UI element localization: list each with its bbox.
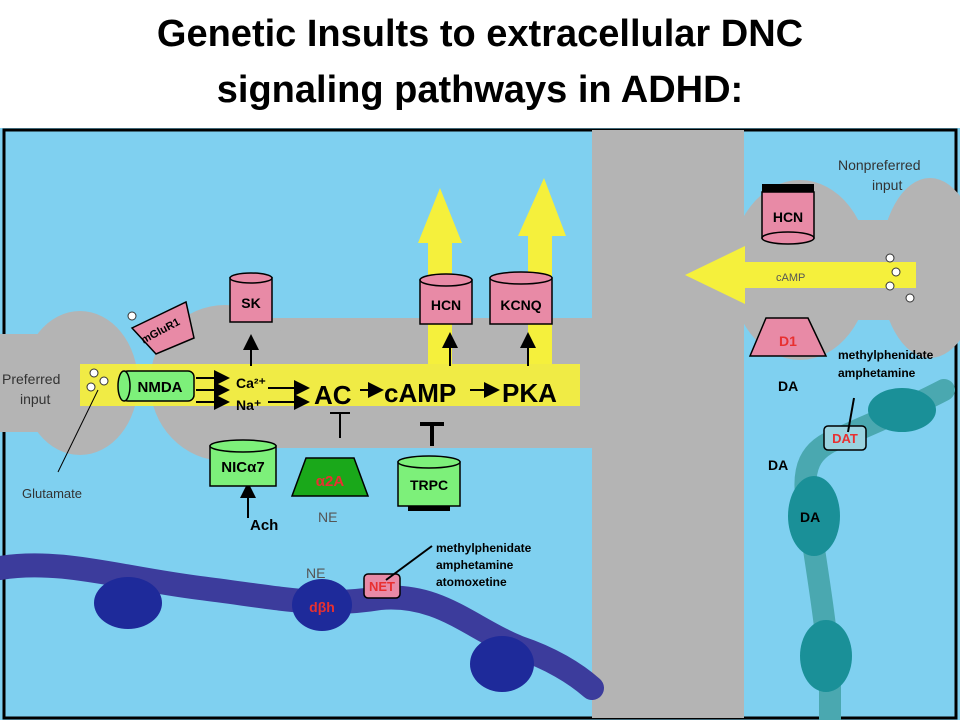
kcnq-label: KCNQ [500, 297, 541, 313]
hcn-right-label: HCN [773, 209, 803, 225]
dat-drugs: methylphenidate amphetamine [838, 348, 934, 380]
dendrite-shaft [592, 130, 744, 718]
ach-label: Ach [250, 517, 278, 534]
nonpreferred-input-label-1: Nonpreferred [838, 157, 921, 173]
net-transporter: NET [363, 545, 433, 599]
ne-axon: dβh [0, 553, 604, 700]
kcnq-channel: KCNQ [489, 271, 553, 325]
trpc-channel: TRPC [397, 455, 461, 511]
inhibition-lines [330, 412, 444, 446]
preferred-input-label-2: input [20, 391, 50, 407]
d1-receptor: D1 [748, 317, 828, 357]
hcn-left-label: HCN [431, 297, 461, 313]
signaling-diagram: NMDA mGluR1 SK HCN KCNQ [0, 128, 960, 720]
da-label-2: DA [768, 457, 788, 473]
title-line-2: signaling pathways in ADHD: [216, 69, 744, 111]
net-drug-3: atomoxetine [436, 575, 507, 589]
dat-drug-2: amphetamine [838, 366, 916, 380]
mglur1-receptor: mGluR1 [130, 300, 195, 355]
dat-transporter: DAT [823, 397, 867, 451]
nmda-receptor: NMDA [117, 370, 195, 402]
ne-alpha-label: NE [318, 509, 337, 525]
dbh-label: dβh [309, 599, 335, 615]
da-label-3: DA [800, 509, 820, 525]
nic-label: NICα7 [221, 459, 264, 476]
alpha2a-receptor: α2A [290, 457, 370, 497]
preferred-input-label-1: Preferred [2, 371, 60, 387]
glutamate-pointer [57, 389, 99, 473]
slide-title: Genetic Insults to extracellular DNC sig… [0, 6, 960, 118]
glutamate-label: Glutamate [22, 486, 82, 501]
nmda-label: NMDA [138, 379, 183, 396]
hcn-channel-left: HCN [419, 273, 473, 325]
sk-label: SK [241, 295, 260, 311]
title-line-1: Genetic Insults to extracellular DNC [156, 13, 804, 55]
da-label-1: DA [778, 378, 798, 394]
glutamate-vesicles [86, 253, 915, 392]
sk-channel: SK [229, 272, 273, 323]
d1-label: D1 [779, 333, 797, 349]
net-label: NET [369, 579, 395, 594]
alpha2a-label: α2A [316, 473, 345, 490]
da-axon [788, 379, 955, 720]
dat-label: DAT [832, 431, 858, 446]
pathway-arrows [196, 332, 536, 518]
pka-label: PKA [502, 378, 557, 408]
dat-drug-1: methylphenidate [838, 348, 934, 362]
trpc-label: TRPC [410, 477, 448, 493]
net-drug-1: methylphenidate [436, 541, 532, 555]
net-drugs: methylphenidate amphetamine atomoxetine [436, 541, 532, 589]
ne-axon-label: NE [306, 565, 325, 581]
camp-label: cAMP [384, 378, 456, 408]
calcium-label: Ca²⁺ [236, 375, 266, 391]
adenylyl-cyclase-label: AC [314, 380, 352, 410]
net-drug-2: amphetamine [436, 558, 514, 572]
nicotinic-receptor: NICα7 [209, 439, 277, 487]
camp-right-label: cAMP [776, 272, 805, 284]
nonpreferred-input-label-2: input [872, 177, 902, 193]
hcn-channel-right: HCN [761, 184, 815, 245]
sodium-label: Na⁺ [236, 397, 261, 413]
